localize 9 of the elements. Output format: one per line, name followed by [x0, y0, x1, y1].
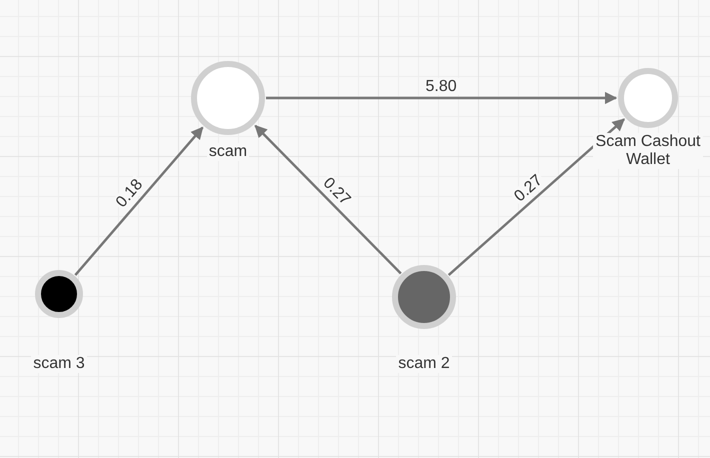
- node-label: scam: [206, 143, 250, 161]
- arrow: [448, 118, 625, 276]
- arrow: [254, 124, 402, 274]
- edge-label: 5.80: [424, 78, 459, 94]
- node-label: scam 3: [31, 355, 87, 373]
- node-label: scam 2: [396, 355, 452, 373]
- arrow: [266, 92, 618, 104]
- node-label: Scam Cashout Wallet: [593, 133, 703, 169]
- arrow: [74, 126, 204, 276]
